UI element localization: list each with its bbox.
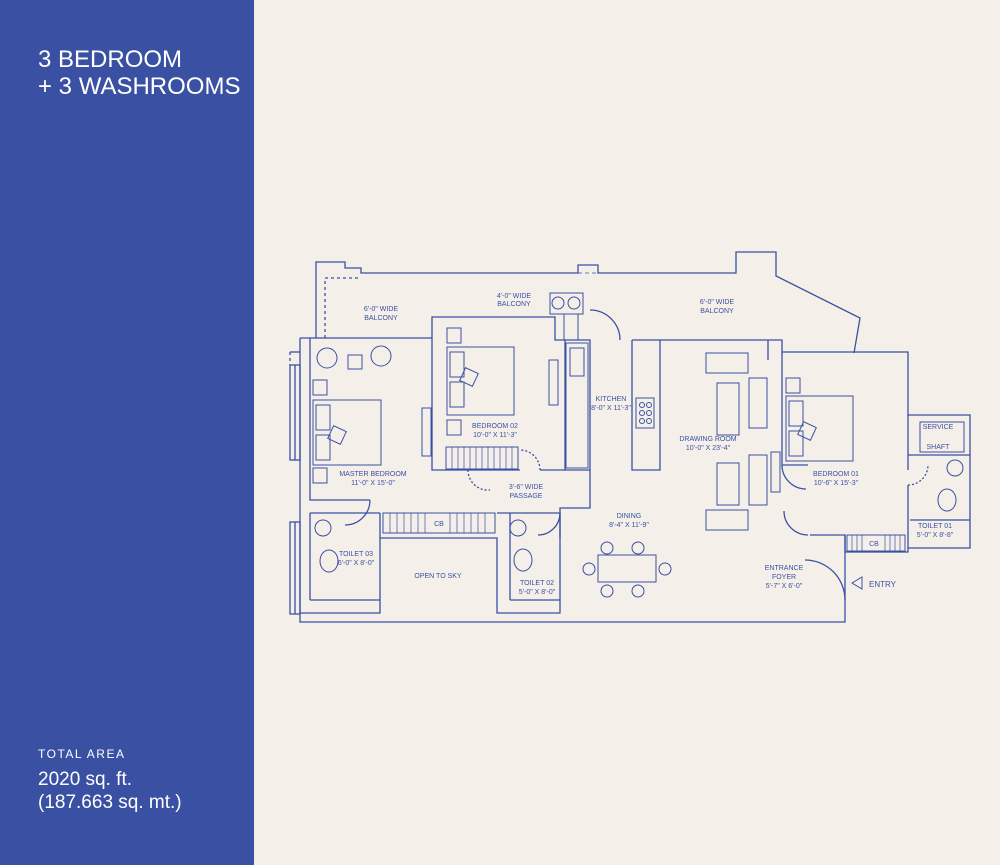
toilet-02-label: TOILET 02 bbox=[520, 580, 554, 587]
chair-2 bbox=[370, 345, 392, 367]
master-bedroom-dim: 11'-0" X 15'-0" bbox=[351, 480, 395, 487]
total-area-label: TOTAL AREA bbox=[38, 747, 126, 761]
bedroom-02-dim: 10'-0" X 11'-3" bbox=[473, 432, 517, 439]
open-to-sky-label: OPEN TO SKY bbox=[414, 573, 462, 580]
entry-label: ENTRY bbox=[869, 580, 897, 589]
balcony-left-label: 6'-0" WIDE bbox=[364, 306, 398, 313]
sidebar-panel: 3 BEDROOM + 3 WASHROOMS TOTAL AREA 2020 … bbox=[0, 0, 254, 865]
service-sub: SHAFT bbox=[927, 444, 951, 451]
total-area-values: 2020 sq. ft. (187.663 sq. mt.) bbox=[38, 768, 182, 814]
bedroom-01-label: BEDROOM 01 bbox=[813, 471, 859, 478]
service-label: SERVICE bbox=[923, 424, 954, 431]
room-labels: 6'-0" WIDE BALCONY 4'-0" WIDE BALCONY 6'… bbox=[338, 293, 954, 596]
title-line-1: 3 BEDROOM bbox=[38, 46, 183, 73]
bedroom-01-dim: 10'-6" X 15'-3" bbox=[814, 480, 859, 487]
cb-label-2: CB bbox=[869, 541, 879, 548]
bedroom-02-label: BEDROOM 02 bbox=[472, 423, 518, 430]
toilet-03-dim: 6'-0" X 8'-0" bbox=[338, 560, 375, 567]
cabinet-hatch bbox=[389, 447, 901, 551]
area-sqft: 2020 sq. ft. bbox=[38, 769, 133, 790]
chair-1 bbox=[316, 347, 338, 369]
title-line-2: + 3 WASHROOMS bbox=[38, 73, 241, 100]
balcony-right-sub: BALCONY bbox=[700, 308, 734, 315]
passage-sub: PASSAGE bbox=[510, 493, 543, 500]
furniture bbox=[312, 292, 965, 598]
bedroom-01-bed bbox=[785, 395, 854, 462]
dining-label: DINING bbox=[617, 513, 642, 520]
dining-table bbox=[597, 554, 657, 583]
entry-marker: ENTRY bbox=[851, 576, 897, 590]
toilet-02-dim: 5'-0" X 8'-0" bbox=[519, 589, 556, 596]
area-sqmt: (187.663 sq. mt.) bbox=[38, 792, 182, 813]
balcony-mid-sub: BALCONY bbox=[497, 301, 531, 308]
drawing-room-label: DRAWING ROOM bbox=[679, 436, 736, 443]
balcony-left-sub: BALCONY bbox=[364, 315, 398, 322]
entrance-foyer-label: ENTRANCE bbox=[765, 565, 804, 572]
balcony-right-label: 6'-0" WIDE bbox=[700, 299, 734, 306]
bedroom-02-bed bbox=[446, 346, 515, 416]
toilet-03-label: TOILET 03 bbox=[339, 551, 373, 558]
entrance-foyer-sub: FOYER bbox=[772, 574, 796, 581]
master-bedroom-label: MASTER BEDROOM bbox=[339, 471, 406, 478]
floor-plan: 6'-0" WIDE BALCONY 4'-0" WIDE BALCONY 6'… bbox=[289, 251, 971, 623]
dining-dim: 8'-4" X 11'-9" bbox=[609, 522, 649, 529]
cb-label-1: CB bbox=[434, 521, 444, 528]
unit-title: 3 BEDROOM + 3 WASHROOMS bbox=[38, 46, 240, 100]
sofa-top bbox=[705, 352, 749, 374]
entrance-foyer-dim: 5'-7" X 6'-0" bbox=[766, 583, 803, 590]
kitchen-label: KITCHEN bbox=[596, 396, 627, 403]
master-bed bbox=[312, 399, 382, 466]
toilet-01-label: TOILET 01 bbox=[918, 523, 952, 530]
kitchen-dim: 8'-0" X 11'-3" bbox=[591, 405, 631, 412]
balcony-mid-label: 4'-0" WIDE bbox=[497, 293, 531, 300]
plan-walls bbox=[289, 251, 971, 623]
entry-arrow-icon bbox=[851, 576, 863, 590]
drawing-room-dim: 10'-0" X 23'-4" bbox=[686, 445, 731, 452]
toilet-01-dim: 5'-0" X 8'-8" bbox=[917, 532, 954, 539]
sofa-bottom bbox=[705, 509, 749, 531]
passage-label: 3'-6" WIDE bbox=[509, 484, 543, 491]
